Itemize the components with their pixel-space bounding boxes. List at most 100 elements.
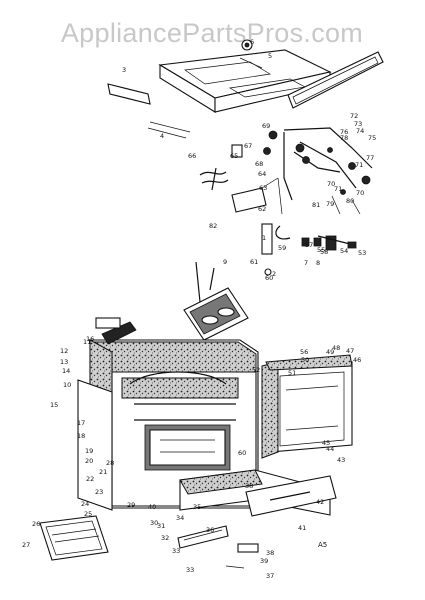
part-label: 57 [305, 241, 313, 249]
part-label: 18 [77, 432, 85, 440]
part-label: 65 [230, 152, 238, 160]
part-label: 28 [106, 459, 114, 467]
part-label: 71 [334, 185, 342, 193]
part-label: 40 [148, 503, 156, 511]
part-label: 22 [86, 475, 94, 483]
storage-drawer [179, 469, 337, 517]
part-label: 64 [258, 170, 266, 178]
part-label: 2 [272, 270, 276, 278]
part-label: 1 [262, 234, 266, 242]
part-label: 41 [298, 524, 306, 532]
part-label: 70 [356, 189, 364, 197]
part-label: 36 [206, 526, 214, 534]
part-label: 47 [346, 347, 354, 355]
part-label: 3 [122, 66, 126, 74]
part-label: 9 [223, 258, 227, 266]
part-label: 35 [193, 503, 201, 511]
part-label: 23 [95, 488, 103, 496]
part-label: 50 [301, 356, 309, 364]
part-label: 76 [340, 128, 348, 136]
part-label: 15 [50, 401, 58, 409]
part-label: 61 [250, 258, 258, 266]
part-label: 7 [304, 259, 308, 267]
part-label: 38 [266, 549, 274, 557]
part-label: 49 [326, 348, 334, 356]
part-label: 19 [85, 447, 93, 455]
part-label: 32 [161, 534, 169, 542]
part-label: 43 [337, 456, 345, 464]
kick-plate [177, 525, 229, 549]
part-label: 51 [288, 369, 296, 377]
part-label: 63 [259, 184, 267, 192]
ignitor-bracket [231, 177, 283, 215]
part-label: 29 [127, 501, 135, 509]
part-label: 73 [354, 120, 362, 128]
oven-cabinet [89, 339, 259, 509]
oven-door [261, 354, 353, 459]
part-label: 33 [172, 547, 180, 555]
part-label: 34 [176, 514, 184, 522]
part-label: 74 [356, 127, 364, 135]
part-label: 60 [238, 449, 246, 457]
part-label: 27 [22, 541, 30, 549]
part-label: 46 [353, 356, 361, 364]
part-label: 5 [268, 52, 272, 60]
broiler-pan [39, 515, 109, 561]
cooktop-panel [158, 39, 332, 113]
part-label: 75 [368, 134, 376, 142]
part-label: 60 [265, 274, 273, 282]
part-label: 55 [317, 246, 325, 254]
part-label: 66 [188, 152, 196, 160]
part-label: 72 [350, 112, 358, 120]
part-label: 82 [209, 222, 217, 230]
part-label: 77 [366, 154, 374, 162]
part-label: 71 [355, 161, 363, 169]
part-label: 20 [85, 457, 93, 465]
part-labels: 3 4 5 6 9 10 11 12 13 14 15 16 17 18 19 … [22, 38, 376, 580]
part-label: 79 [326, 200, 334, 208]
part-label: 68 [255, 160, 263, 168]
gas-manifold [263, 127, 373, 215]
part-label: 31 [157, 522, 165, 530]
part-label: 26 [32, 520, 40, 528]
oven-burner-baffle [183, 261, 249, 341]
part-label: 21 [99, 468, 107, 476]
part-label: 6 [250, 38, 254, 46]
part-label: 56 [300, 348, 308, 356]
part-label: 53 [358, 249, 366, 257]
part-label: 58 [320, 248, 328, 256]
part-label: 69 [262, 122, 270, 130]
part-label: 8 [316, 259, 320, 267]
part-label: 48 [332, 344, 340, 352]
part-label: 70 [327, 180, 335, 188]
part-label: 38 [245, 482, 253, 490]
part-label: 30 [150, 519, 158, 527]
part-label: 52 [252, 366, 260, 374]
part-label: 4 [160, 132, 164, 140]
burner-grate-bracket [199, 144, 243, 191]
part-label: 33 [186, 566, 194, 574]
leveling-parts [225, 543, 259, 569]
part-label: 24 [81, 500, 89, 508]
watermark: AppliancePartsPros.com [61, 18, 363, 48]
part-label: 37 [266, 572, 274, 580]
part-label: 67 [244, 142, 252, 150]
part-label: 54 [340, 247, 348, 255]
backguard-panel [287, 51, 384, 109]
part-label: 78 [340, 134, 348, 142]
part-label: 39 [260, 557, 268, 565]
part-label: 45 [322, 439, 330, 447]
part-label: 11 [83, 338, 91, 346]
part-label: 25 [84, 510, 92, 518]
oven-side-panel [77, 317, 137, 511]
part-label: 44 [326, 445, 334, 453]
part-label: 59 [278, 244, 286, 252]
side-trim-left [107, 83, 191, 139]
valve-controls [261, 223, 357, 276]
part-label: 16 [86, 335, 94, 343]
diagram-code: A5 [318, 541, 327, 549]
part-label: 17 [77, 419, 85, 427]
part-label: 42 [316, 498, 324, 506]
